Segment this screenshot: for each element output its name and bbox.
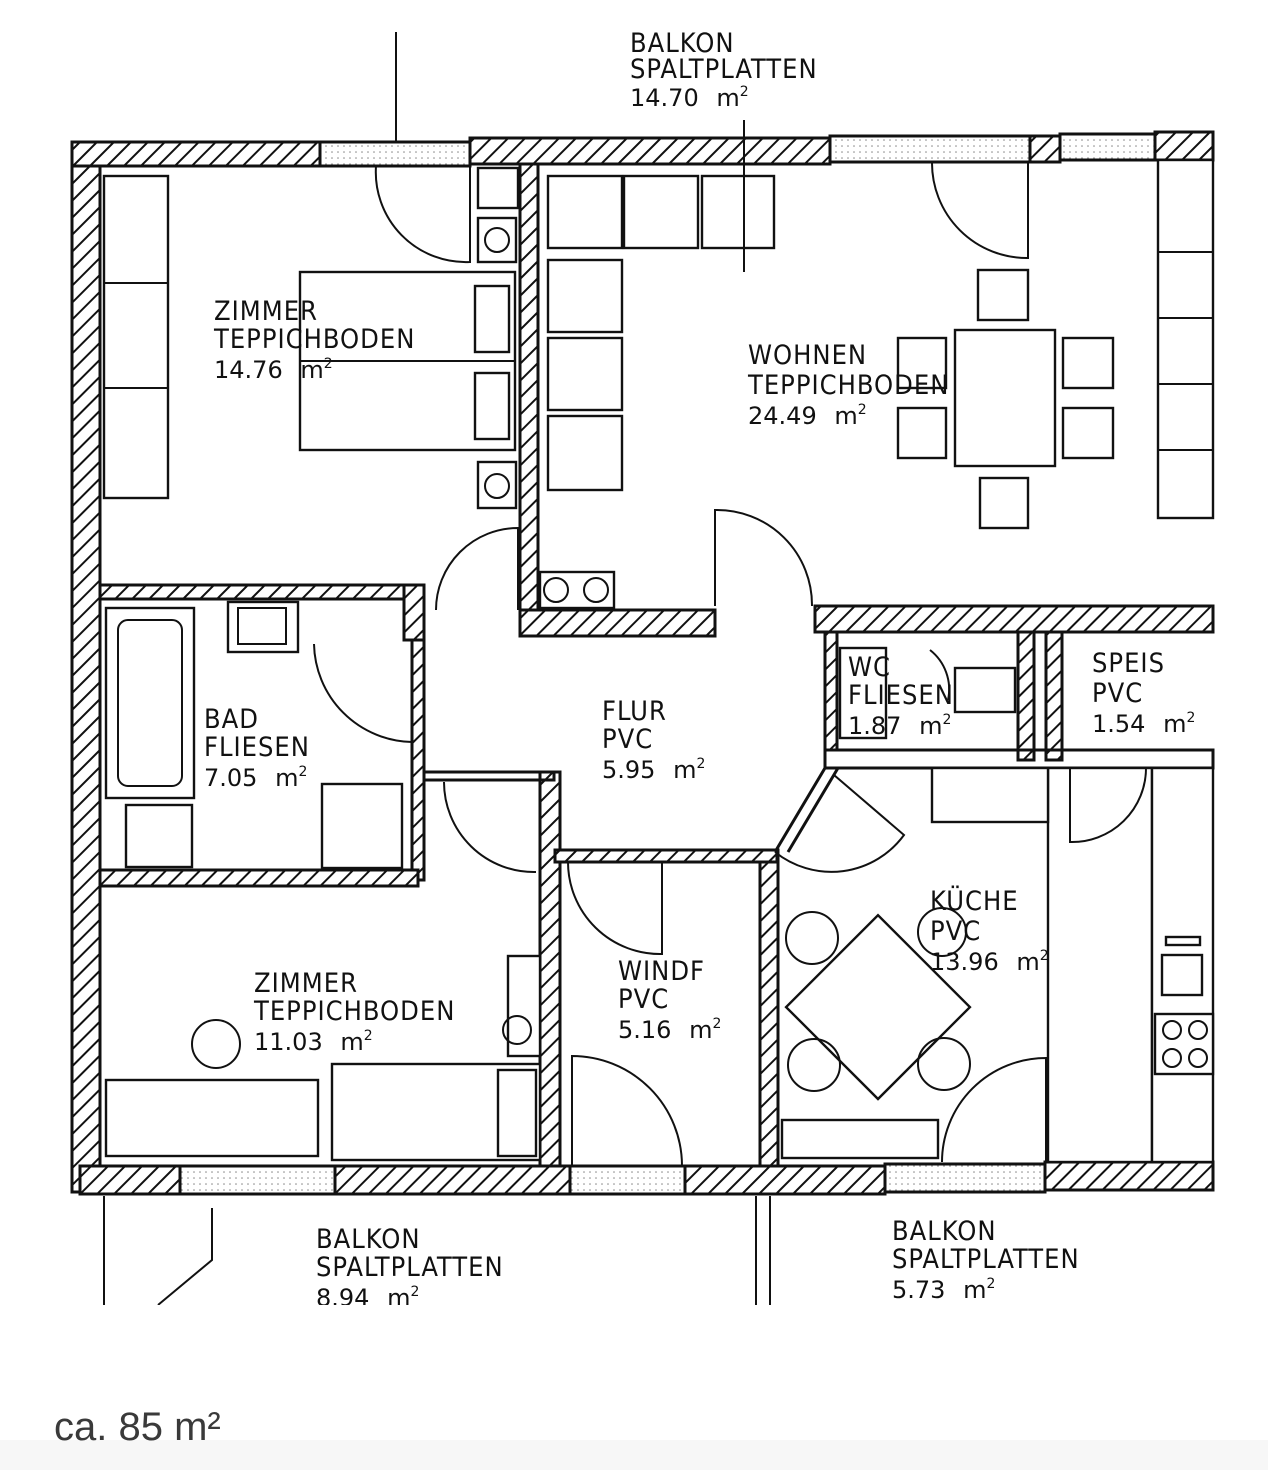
svg-text:13.96 m2: 13.96 m2 — [930, 948, 1049, 976]
footer-band — [0, 1440, 1268, 1470]
svg-text:FLIESEN: FLIESEN — [848, 680, 954, 711]
svg-text:ZIMMER: ZIMMER — [214, 296, 318, 327]
room-label-bad: BAD FLIESEN 7.05 m2 — [204, 704, 310, 792]
svg-text:BALKON: BALKON — [630, 28, 735, 59]
svg-text:PVC: PVC — [930, 916, 981, 947]
svg-text:TEPPICHBODEN: TEPPICHBODEN — [213, 324, 415, 355]
balcony-lines — [103, 32, 771, 1306]
svg-text:SPALTPLATTEN: SPALTPLATTEN — [892, 1244, 1080, 1275]
svg-text:FLIESEN: FLIESEN — [204, 732, 310, 763]
svg-text:5.95 m2: 5.95 m2 — [602, 756, 705, 784]
room-label-wohnen: WOHNEN TEPPICHBODEN 24.49 m2 — [747, 340, 949, 430]
total-area-caption: ca. 85 m² — [54, 1405, 221, 1449]
svg-text:KÜCHE: KÜCHE — [930, 885, 1019, 917]
interior-walls — [98, 162, 1215, 1168]
floor-plan: BALKON SPALTPLATTEN 14.70 m2 ZIMMER TEPP… — [70, 28, 1215, 1312]
svg-text:WINDF: WINDF — [618, 956, 705, 987]
room-label-balkon-bottom-left: BALKON SPALTPLATTEN 8.94 m2 — [316, 1224, 504, 1312]
svg-text:ZIMMER: ZIMMER — [254, 968, 358, 999]
room-label-zimmer-1: ZIMMER TEPPICHBODEN 14.76 m2 — [213, 296, 415, 384]
svg-text:PVC: PVC — [618, 984, 669, 1015]
svg-text:TEPPICHBODEN: TEPPICHBODEN — [747, 370, 949, 401]
svg-text:SPEIS: SPEIS — [1092, 648, 1165, 679]
svg-text:WOHNEN: WOHNEN — [748, 340, 867, 371]
svg-text:5.73 m2: 5.73 m2 — [892, 1276, 995, 1304]
svg-text:PVC: PVC — [602, 724, 653, 755]
svg-text:14.70 m2: 14.70 m2 — [630, 84, 749, 112]
room-label-kueche: KÜCHE PVC 13.96 m2 — [930, 885, 1049, 976]
doors — [313, 161, 1147, 1167]
room-label-wc: WC FLIESEN 1.87 m2 — [848, 652, 954, 740]
room-label-flur: FLUR PVC 5.95 m2 — [602, 696, 705, 784]
svg-text:5.16 m2: 5.16 m2 — [618, 1016, 721, 1044]
svg-text:TEPPICHBODEN: TEPPICHBODEN — [253, 996, 455, 1027]
svg-text:BALKON: BALKON — [892, 1216, 997, 1247]
svg-text:14.76 m2: 14.76 m2 — [214, 356, 333, 384]
svg-text:SPALTPLATTEN: SPALTPLATTEN — [630, 54, 818, 85]
room-labels: BALKON SPALTPLATTEN 14.70 m2 ZIMMER TEPP… — [204, 28, 1195, 1312]
svg-text:BALKON: BALKON — [316, 1224, 421, 1255]
svg-text:BAD: BAD — [204, 704, 259, 735]
room-label-speis: SPEIS PVC 1.54 m2 — [1092, 648, 1195, 738]
svg-text:7.05 m2: 7.05 m2 — [204, 764, 307, 792]
svg-text:WC: WC — [848, 652, 891, 683]
svg-text:1.87 m2: 1.87 m2 — [848, 712, 951, 740]
svg-text:FLUR: FLUR — [602, 696, 667, 727]
svg-text:1.54 m2: 1.54 m2 — [1092, 710, 1195, 738]
room-label-zimmer-2: ZIMMER TEPPICHBODEN 11.03 m2 — [253, 968, 455, 1056]
svg-text:24.49 m2: 24.49 m2 — [748, 402, 867, 430]
room-label-windf: WINDF PVC 5.16 m2 — [618, 956, 721, 1044]
svg-text:SPALTPLATTEN: SPALTPLATTEN — [316, 1252, 504, 1283]
room-label-balkon-bottom-right: BALKON SPALTPLATTEN 5.73 m2 — [892, 1216, 1080, 1304]
svg-text:PVC: PVC — [1092, 678, 1143, 709]
room-label-balkon-top: BALKON SPALTPLATTEN 14.70 m2 — [630, 28, 818, 112]
svg-text:11.03 m2: 11.03 m2 — [254, 1028, 373, 1056]
furniture — [102, 158, 1215, 1164]
